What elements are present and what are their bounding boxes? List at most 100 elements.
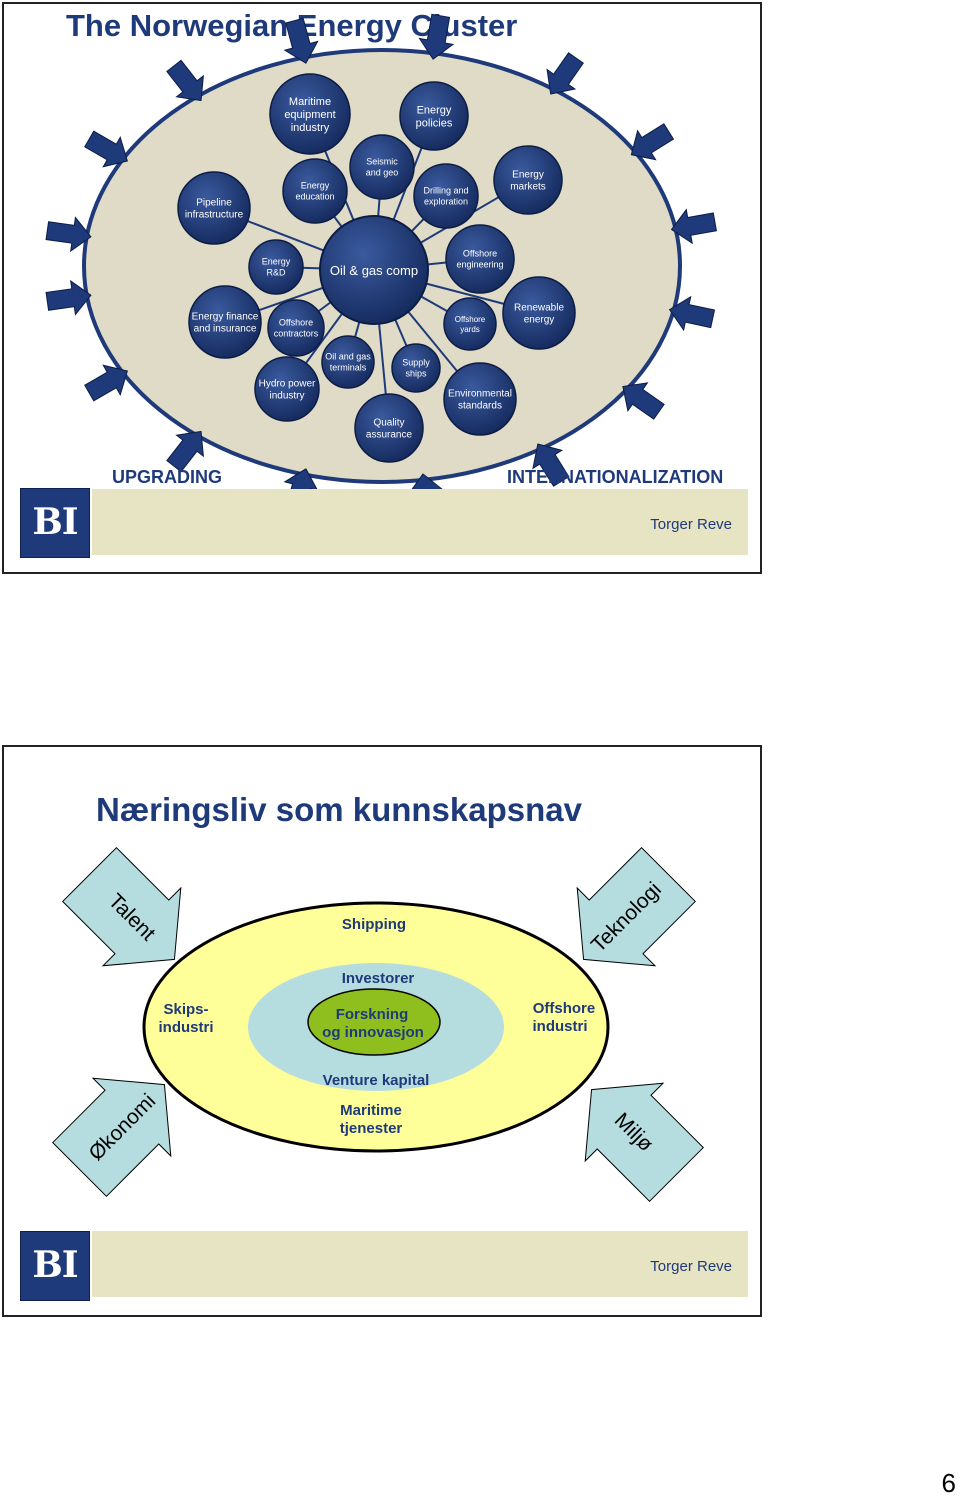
bi-logo-2: BI: [20, 1231, 90, 1301]
node-label-renewable-energy-0: Renewable: [514, 303, 564, 314]
cluster-arrow-icon-7: [668, 295, 716, 332]
center-node-label: Oil & gas comp: [330, 263, 418, 278]
node-label-supply-ships-0: Supply: [402, 358, 430, 368]
node-label-energy-policies-0: Energy: [417, 104, 452, 116]
teknologi-arrow-icon: Teknologi: [576, 846, 697, 967]
skips-label-2: industri: [159, 1019, 214, 1036]
node-label-supply-ships-1: ships: [405, 369, 427, 379]
node-label-drilling-and-exploration-1: exploration: [424, 197, 468, 207]
node-label-energy-finance-0: Energy finance: [192, 312, 259, 323]
node-circle-hydro-power: [254, 356, 320, 422]
node-circle-offshore-engineering: [445, 224, 515, 294]
footer-banner-2: Torger Reve: [92, 1231, 748, 1297]
skips-label-1: Skips-: [163, 1001, 208, 1018]
node-label-energy-policies-1: policies: [416, 117, 453, 129]
node-label-energy-education-1: education: [295, 192, 334, 202]
node-label-seismic-and-geo-0: Seismic: [366, 157, 398, 167]
cluster-arrow-icon-3: [418, 13, 455, 60]
node-label-energy-rd-1: R&D: [266, 268, 286, 278]
node-circle-energy-policies: [399, 81, 469, 151]
node-circle-energy-finance: [188, 285, 262, 359]
cluster-arrow-icon-12: [166, 430, 204, 473]
bi-logo-text-2: BI: [32, 1244, 78, 1286]
offshore-label-2: industri: [533, 1018, 588, 1035]
node-label-energy-finance-1: and insurance: [194, 324, 257, 335]
cluster-arrow-icon-5: [630, 123, 675, 161]
cluster-arrow-icon-13: [84, 364, 128, 402]
cluster-arrow-icon-8: [622, 382, 665, 420]
node-circle-oil-gas-terminals: [321, 335, 375, 389]
okonomi-arrow-icon: Økonomi: [51, 1077, 172, 1198]
node-circle-drilling-and-exploration: [413, 163, 479, 229]
node-label-offshore-contractors-0: Offshore: [279, 318, 313, 328]
node-label-pipeline-infrastructure-0: Pipeline: [196, 198, 232, 209]
cluster-arrow-icon-6: [670, 208, 718, 245]
node-circle-renewable-energy: [502, 276, 576, 350]
node-label-offshore-engineering-1: engineering: [456, 260, 503, 270]
cluster-arrow-icon-9: [532, 443, 570, 487]
footer-banner: Torger Reve: [92, 489, 748, 555]
inner-ellipse: [307, 988, 441, 1056]
node-label-oil-gas-terminals-1: terminals: [330, 363, 367, 373]
node-circle-pipeline-infrastructure: [177, 171, 251, 245]
author-name: Torger Reve: [650, 516, 732, 533]
investorer-label: Investorer: [342, 970, 415, 987]
cluster-arrow-icon-1: [166, 59, 204, 102]
node-label-offshore-yards-1: yards: [460, 325, 480, 334]
node-label-maritime-equipment-1: equipment: [284, 109, 335, 121]
talent-arrow-icon: Talent: [61, 846, 182, 967]
node-label-drilling-and-exploration-0: Drilling and: [423, 186, 468, 196]
node-label-hydro-power-0: Hydro power: [259, 379, 316, 390]
node-circle-offshore-yards: [443, 297, 497, 351]
node-label-energy-rd-0: Energy: [262, 257, 291, 267]
node-label-offshore-yards-0: Offshore: [455, 315, 486, 324]
cluster-arrow-icon-14: [45, 279, 92, 316]
miljo-arrow-icon: Miljø: [584, 1082, 705, 1203]
maritime-label-2: tjenester: [340, 1120, 403, 1137]
maritime-label-1: Maritime: [340, 1102, 402, 1119]
offshore-label-1: Offshore: [533, 1000, 596, 1017]
internationalization-label: INTERNATIONALIZATION: [507, 467, 724, 487]
node-circle-maritime-equipment: [269, 73, 351, 155]
node-label-maritime-equipment-2: industry: [291, 122, 330, 134]
forskning-label-2: og innovasjon: [322, 1024, 424, 1041]
node-label-offshore-engineering-0: Offshore: [463, 249, 497, 259]
node-circle-offshore-contractors: [267, 299, 325, 357]
upgrading-label: UPGRADING: [112, 467, 223, 487]
node-circle-energy-rd: [248, 239, 304, 295]
node-label-energy-markets-0: Energy: [512, 170, 544, 181]
cluster-diagram: MaritimeequipmentindustryEnergypoliciesP…: [45, 13, 718, 520]
node-circle-supply-ships: [391, 343, 441, 393]
node-label-oil-gas-terminals-0: Oil and gas: [325, 352, 371, 362]
node-label-environmental-standards-1: standards: [458, 401, 502, 412]
author-name-2: Torger Reve: [650, 1258, 732, 1275]
node-label-renewable-energy-1: energy: [524, 315, 555, 326]
page-number: 6: [941, 1468, 956, 1498]
cluster-arrow-icon-4: [546, 52, 584, 95]
shipping-label: Shipping: [342, 916, 406, 933]
cluster-arrow-icon-0: [84, 130, 128, 168]
node-label-energy-education-0: Energy: [301, 181, 330, 191]
node-label-hydro-power-1: industry: [269, 391, 304, 402]
node-circle-energy-education: [282, 158, 348, 224]
node-label-quality-assurance-0: Quality: [373, 418, 404, 429]
bi-logo: BI: [20, 488, 90, 558]
node-label-quality-assurance-1: assurance: [366, 430, 413, 441]
node-circle-quality-assurance: [354, 393, 424, 463]
